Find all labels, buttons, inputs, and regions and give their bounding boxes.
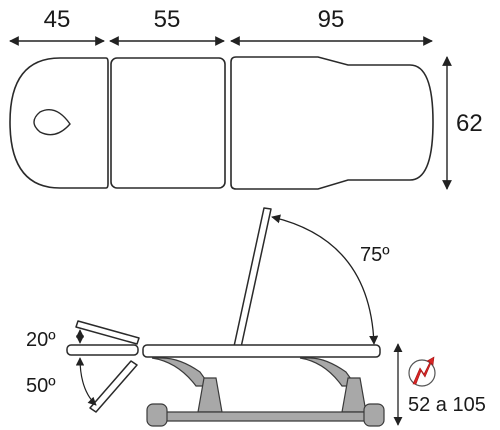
dim-label-back-section: 95 bbox=[318, 6, 345, 33]
head-down-angle-label: 50º bbox=[26, 375, 56, 397]
height-range-label: 52 a 105 bbox=[408, 394, 486, 416]
top-view: 45 55 95 62 bbox=[9, 6, 483, 190]
head-down-angle-arc bbox=[75, 357, 97, 406]
dim-label-middle-section: 55 bbox=[154, 6, 181, 33]
dim-label-head-section: 45 bbox=[44, 6, 71, 33]
headrest-raised bbox=[75, 320, 140, 345]
backrest-raised bbox=[232, 207, 272, 353]
back-section-top bbox=[230, 56, 434, 190]
headrest-flat bbox=[66, 344, 139, 356]
left-foot bbox=[146, 403, 168, 427]
base-frame bbox=[146, 357, 385, 427]
side-view: 75º 20º 50º bbox=[26, 207, 486, 427]
electric-motor-icon bbox=[408, 356, 436, 387]
backrest-angle-arc bbox=[271, 214, 379, 345]
backrest-angle-label: 75º bbox=[360, 244, 390, 266]
base-bar bbox=[151, 411, 379, 422]
headrest-lowered bbox=[89, 360, 138, 413]
dim-label-table-width: 62 bbox=[456, 110, 483, 137]
right-foot bbox=[363, 403, 385, 427]
table-top-side bbox=[142, 344, 381, 358]
middle-section-top bbox=[110, 57, 226, 189]
face-hole bbox=[33, 109, 71, 136]
left-lift-arm bbox=[151, 357, 212, 387]
head-up-angle-label: 20º bbox=[26, 329, 56, 351]
